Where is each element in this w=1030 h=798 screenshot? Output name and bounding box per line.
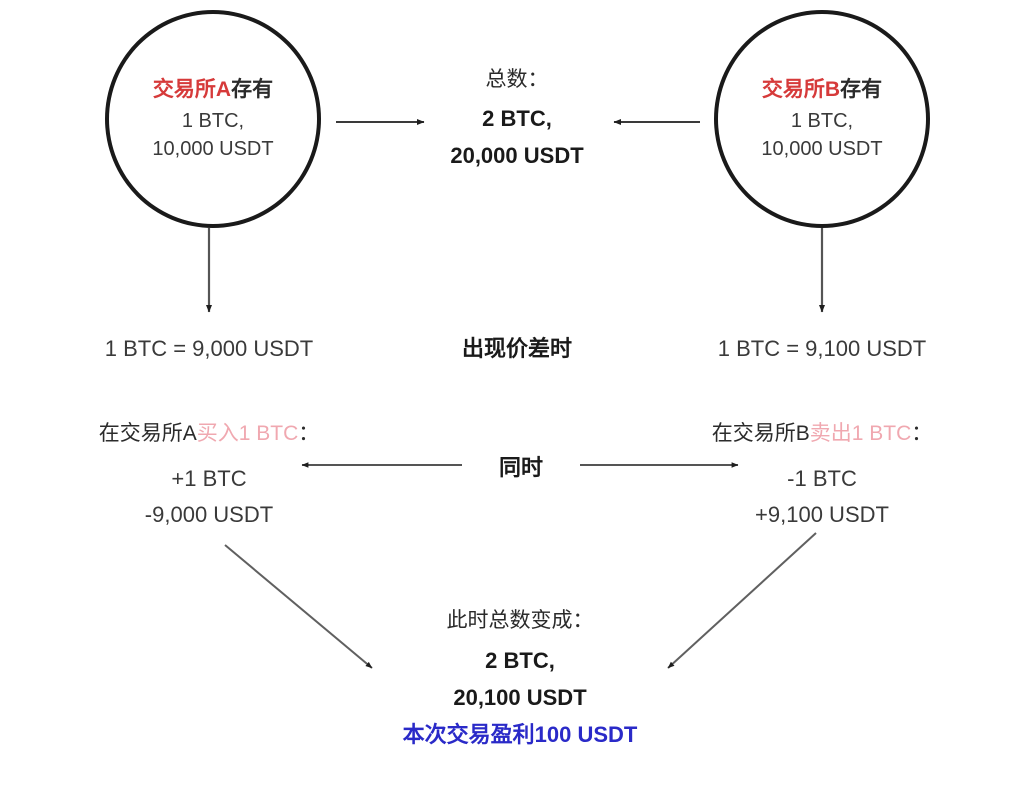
exchange-b-title-accent: 交易所B [761, 77, 841, 101]
trade-left-heading-plain: 在交易所A [98, 422, 197, 445]
exchange-a-title: 交易所A存有 [153, 75, 273, 105]
trade-right-heading-colon: ： [911, 422, 933, 445]
exchange-b-usdt: 10,000 USDT [761, 137, 883, 160]
trade-left-heading: 在交易所A买入1 BTC： [99, 419, 320, 449]
trade-left-usdt: -9,000 USDT [144, 502, 274, 528]
trade-right-heading-accent: 卖出1 BTC [809, 422, 912, 445]
exchange-b-title-plain: 存有 [840, 77, 883, 101]
arrow-left-to-bottom [224, 544, 373, 669]
price-right: 1 BTC = 9,100 USDT [717, 336, 927, 361]
total-bottom-label: 此时总数变成： [446, 609, 594, 632]
trade-right-usdt: +9,100 USDT [755, 502, 889, 528]
total-top-usdt: 20,000 USDT [450, 143, 584, 169]
total-bottom-usdt: 20,100 USDT [453, 685, 587, 711]
arrow-right-to-bottom [667, 532, 817, 669]
total-bottom-block: 此时总数变成： 2 BTC, 20,100 USDT 本次交易盈利100 USD… [403, 605, 638, 752]
exchange-b-title: 交易所B存有 [762, 75, 882, 105]
exchange-a-usdt: 10,000 USDT [152, 137, 274, 160]
trade-left-heading-colon: ： [298, 422, 320, 445]
exchange-b-node: 交易所B存有 1 BTC, 10,000 USDT [714, 10, 930, 228]
trade-right-btc: -1 BTC [787, 465, 857, 491]
total-bottom-profit: 本次交易盈利100 USDT [402, 722, 638, 748]
total-top-label: 总数： [485, 68, 549, 91]
total-bottom-btc: 2 BTC, [485, 647, 555, 673]
exchange-b-btc: 1 BTC, [790, 109, 854, 132]
simultaneous-label: 同时 [498, 455, 544, 480]
price-difference-label: 出现价差时 [461, 336, 573, 361]
trade-right-block: 在交易所B卖出1 BTC： -1 BTC +9,100 USDT [712, 418, 933, 531]
exchange-a-btc: 1 BTC, [181, 109, 245, 132]
exchange-a-node: 交易所A存有 1 BTC, 10,000 USDT [105, 10, 321, 228]
trade-left-btc: +1 BTC [171, 465, 247, 491]
exchange-a-title-accent: 交易所A [152, 77, 232, 101]
trade-right-heading-plain: 在交易所B [711, 422, 810, 445]
total-top-block: 总数： 2 BTC, 20,000 USDT [450, 64, 583, 172]
total-top-btc: 2 BTC, [482, 105, 552, 131]
trade-left-heading-accent: 买入1 BTC [196, 422, 299, 445]
price-left: 1 BTC = 9,000 USDT [104, 336, 314, 361]
trade-right-heading: 在交易所B卖出1 BTC： [712, 419, 933, 449]
exchange-a-title-plain: 存有 [231, 77, 274, 101]
trade-left-block: 在交易所A买入1 BTC： +1 BTC -9,000 USDT [99, 418, 320, 531]
